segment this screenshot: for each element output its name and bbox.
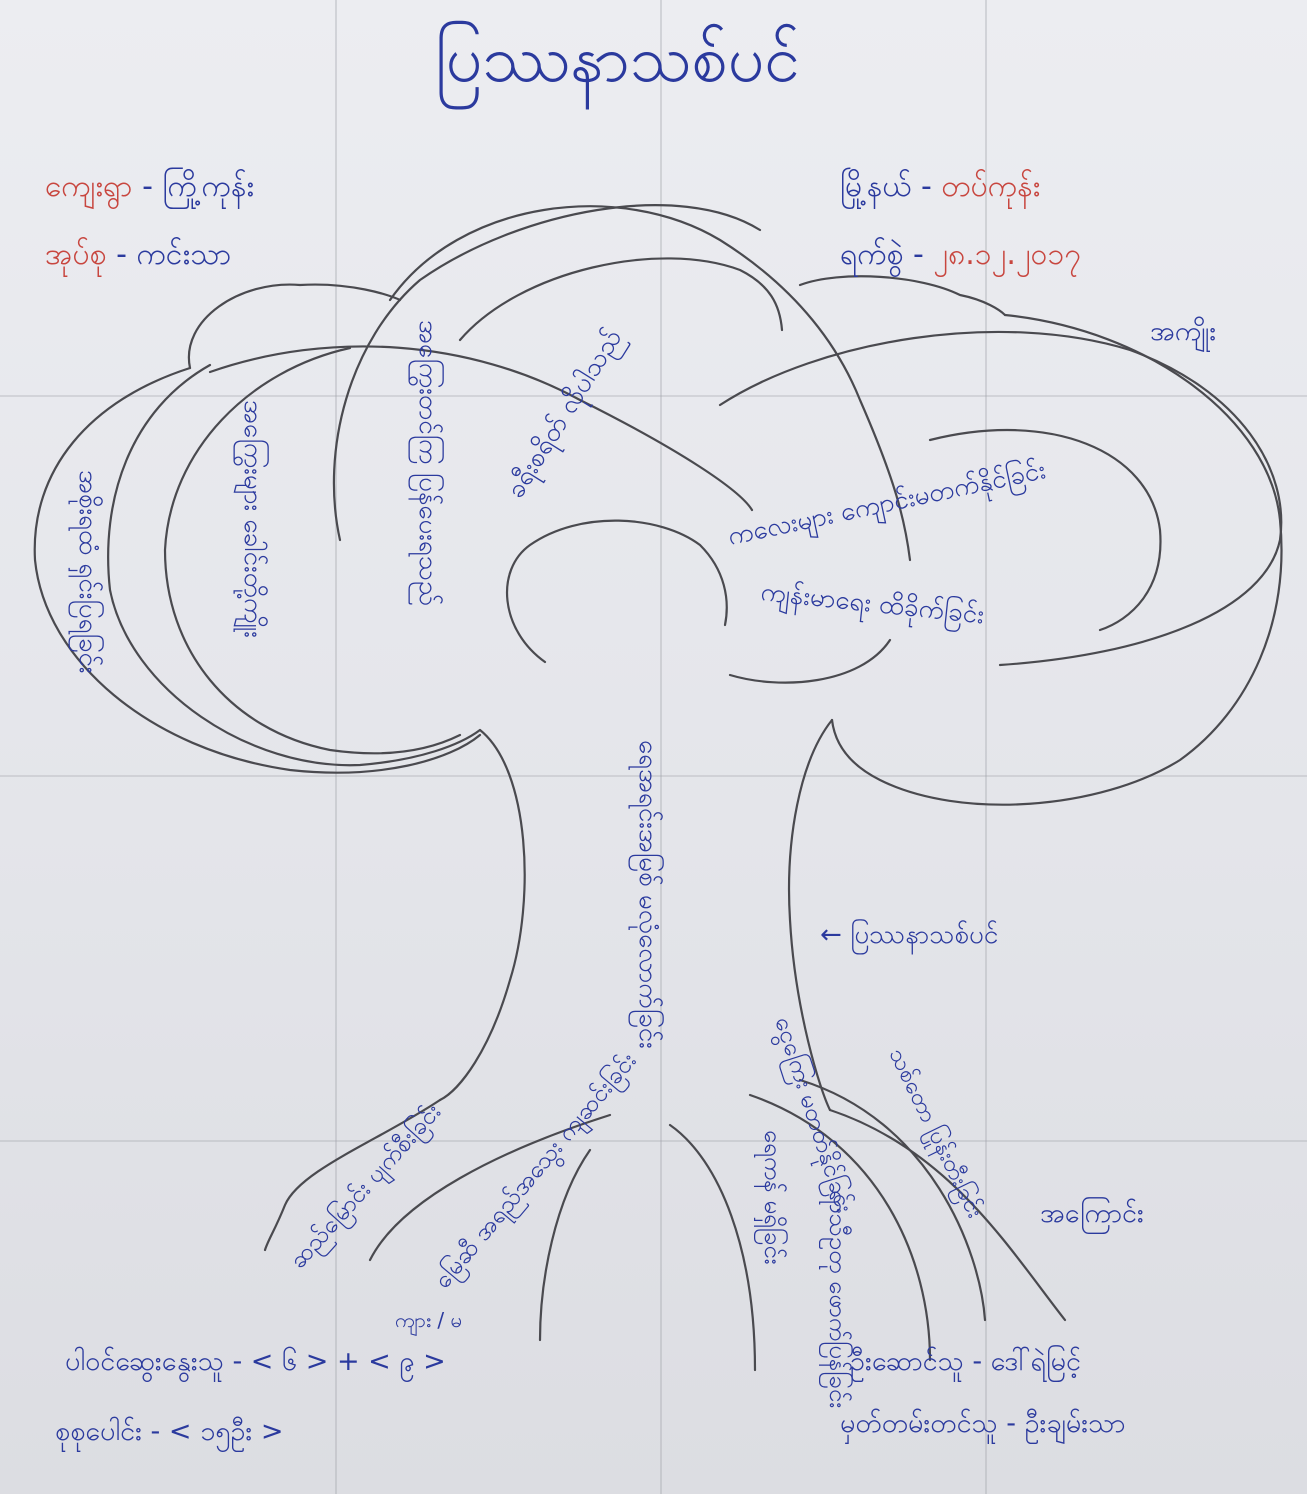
- arrow-left-icon: ←: [820, 920, 842, 950]
- total-row: စုစုပေါင်း - < ၁၅ဦး >: [55, 1416, 284, 1447]
- fold-crease: [0, 775, 1307, 777]
- page-title: ပြဿနာသစ်ပင်: [435, 23, 800, 97]
- date-label: ရက်စွဲ: [840, 237, 904, 272]
- village-row: ကျေးရွာ - ကြို့ကုန်း: [45, 169, 255, 204]
- facilitator-label: ဦးဆောင်သူ: [850, 1346, 964, 1377]
- branch-label-4: ခရီးစရိတ် လိုပါသည်: [500, 323, 633, 506]
- root-line: [368, 1113, 612, 1262]
- total-label: စုစုပေါင်း: [55, 1416, 142, 1447]
- fold-crease: [660, 0, 662, 1494]
- causes-label: အကြောင်း: [1040, 1198, 1144, 1229]
- branch-label-3: အကြွေးတင်ကြ ပြန်ပေးရသည်: [408, 320, 446, 606]
- canopy-outline: [187, 283, 402, 370]
- trunk-label: ရေအရင်းအမြစ် မလုံလောက်ခြင်း: [628, 740, 666, 1049]
- branch-line: [728, 638, 892, 684]
- root-line: [828, 1108, 1067, 1322]
- date-value: ၂၈.၁၂.၂၀၁၇: [933, 237, 1082, 272]
- root-line: [263, 1098, 442, 1252]
- recorder-label: မှတ်တမ်းတင်သူ: [840, 1408, 998, 1439]
- branch-line: [107, 363, 482, 767]
- fold-crease: [335, 0, 337, 1494]
- root-line: [668, 1123, 757, 1372]
- village-label: ကျေးရွာ: [45, 169, 133, 204]
- root-line: [538, 1148, 592, 1342]
- branch-label-2: အကြွေးများ ခေါင်းတို့ကျိုး: [233, 400, 271, 638]
- root-label-1: ဆည်မြောင်း ပျက်စီးခြင်း: [282, 1096, 450, 1277]
- branch-line: [332, 204, 762, 542]
- group-row: အုပ်စု - ကင်းသာ: [45, 237, 232, 272]
- facilitator-value: ဒေါ်ရဲမြင့်: [990, 1346, 1081, 1377]
- root-line: [798, 1078, 987, 1322]
- branch-line: [458, 257, 784, 342]
- group-label: အုပ်စု: [45, 237, 107, 272]
- recorder-row: မှတ်တမ်းတင်သူ - ဦးချမ်းသာ: [840, 1408, 1126, 1439]
- root-line: [748, 1093, 932, 1362]
- effects-label: အကျိုး: [1150, 316, 1217, 347]
- trunk-line: [438, 728, 526, 1102]
- village-value: ကြို့ကုန်း: [162, 169, 255, 204]
- fold-crease: [0, 395, 1307, 397]
- canopy-outline: [798, 275, 1007, 317]
- root-label-3: ရေကန် မရှိခြင်း: [753, 1130, 789, 1265]
- township-label: မြို့နယ်: [840, 169, 912, 204]
- participants-row: ပါဝင်ဆွေးနွေးသူ - < ၆ > + < ၉ >: [65, 1346, 446, 1377]
- trunk-arrow-label: ← ပြဿနာသစ်ပင်: [820, 920, 999, 950]
- branch-line: [718, 330, 1283, 667]
- date-row: ရက်စွဲ - ၂၈.၁၂.၂၀၁၇: [840, 237, 1082, 272]
- branch-label-1: အစိုးရထံ ရှင်းပြရခြင်း: [68, 470, 106, 674]
- recorder-value: ဦးချမ်းသာ: [1024, 1408, 1126, 1439]
- participants-note: ကျား / မ: [395, 1308, 462, 1332]
- township-row: မြို့နယ် - တပ်ကုန်း: [840, 169, 1041, 204]
- canopy-outline: [830, 313, 1283, 806]
- branch-line: [506, 519, 728, 664]
- branch-line: [388, 205, 912, 562]
- fold-crease: [985, 0, 987, 1494]
- total-value: < ၁၅ဦး >: [168, 1416, 284, 1447]
- branch-line: [928, 428, 1162, 632]
- branch-line: [163, 346, 462, 755]
- township-value: တပ်ကုန်း: [941, 169, 1041, 204]
- facilitator-row: ဦးဆောင်သူ - ဒေါ်ရဲမြင့်: [850, 1346, 1081, 1377]
- participants-label: ပါဝင်ဆွေးနွေးသူ: [65, 1346, 224, 1377]
- participants-value: < ၆ > + < ၉ >: [250, 1346, 446, 1377]
- root-label-4: ရာသီဥတု ဖောက်ပြန်ခြင်း: [819, 1190, 854, 1408]
- branch-label-6: ကျန်းမာရေး ထိခိုက်ခြင်း: [759, 574, 986, 635]
- group-value: ကင်းသာ: [136, 237, 232, 272]
- canopy-outline: [33, 366, 482, 774]
- branch-line: [208, 345, 754, 512]
- trunk-line: [787, 718, 834, 1112]
- fold-crease: [0, 1140, 1307, 1142]
